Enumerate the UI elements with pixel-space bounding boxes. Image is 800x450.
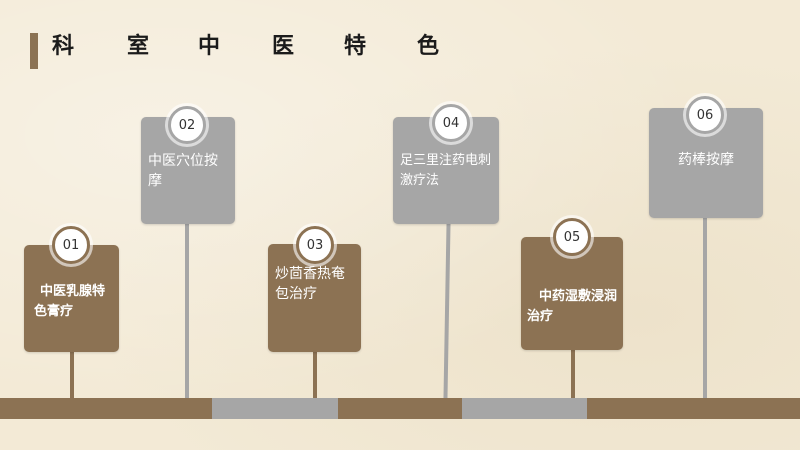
timeline-segment xyxy=(587,398,800,419)
feature-card-03: 炒茴香热奄包治疗 xyxy=(268,244,361,352)
feature-card-text: 药棒按摩 xyxy=(678,152,734,168)
title-char: 医 xyxy=(272,34,295,59)
feature-card-text: 炒茴香热奄包治疗 xyxy=(275,266,345,302)
feature-card-text: 中药湿敷浸润治疗 xyxy=(527,289,618,324)
title-accent-bar xyxy=(30,33,38,69)
title-char: 室 xyxy=(127,34,150,59)
feature-number-badge: 04 xyxy=(432,104,470,142)
item-stem xyxy=(571,350,575,398)
item-stem xyxy=(703,218,707,398)
feature-number-badge: 03 xyxy=(296,226,334,264)
feature-card-text: 中医穴位按摩 xyxy=(148,153,218,189)
item-stem xyxy=(313,352,317,398)
title-char: 特 xyxy=(344,34,367,59)
feature-number-badge: 06 xyxy=(686,96,724,134)
item-stem xyxy=(185,224,189,398)
feature-card-text: 中医乳腺特色膏疗 xyxy=(34,284,106,319)
timeline-segment xyxy=(0,398,212,419)
title-char: 中 xyxy=(198,34,221,59)
feature-card-text: 足三里注药电刺激疗法 xyxy=(400,153,492,188)
title-char: 科 xyxy=(52,34,75,59)
feature-number-badge: 02 xyxy=(168,106,206,144)
timeline-segment xyxy=(338,398,462,419)
timeline-segment xyxy=(212,398,338,419)
feature-number-badge: 05 xyxy=(553,218,591,256)
title-char: 色 xyxy=(417,34,440,59)
item-stem xyxy=(70,352,74,398)
timeline-segment xyxy=(462,398,587,419)
feature-number-badge: 01 xyxy=(52,226,90,264)
